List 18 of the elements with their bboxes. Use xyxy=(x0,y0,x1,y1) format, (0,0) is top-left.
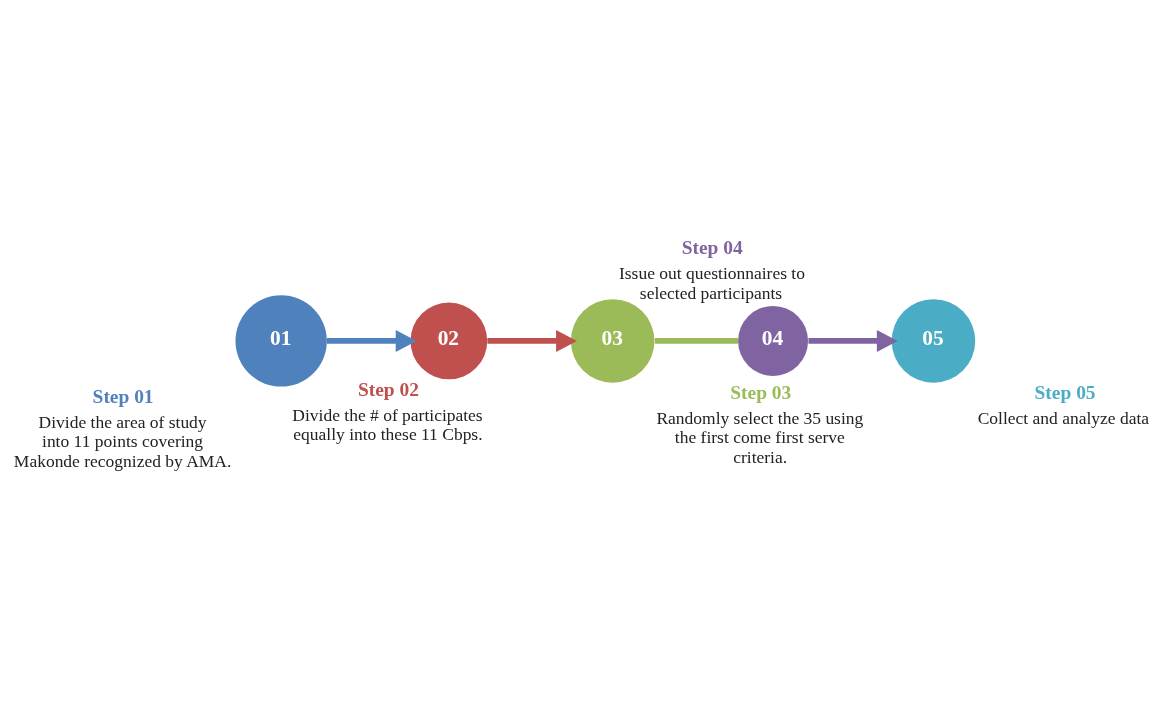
node-label: Collect and analyze data xyxy=(977,407,1150,428)
node-circle: 02 xyxy=(410,302,488,379)
node-label: Divide the # of participates equally into these 11 Cbps. xyxy=(292,404,483,444)
arrow xyxy=(487,329,577,352)
node-circle: 05 xyxy=(891,298,976,383)
node-label: Randomly select the 35 using the first come first serve criteria. xyxy=(656,407,864,467)
node-label: Divide the area of study into 11 points covering Makonde recognized by AMA. xyxy=(13,411,232,471)
node-circle: 01 xyxy=(235,294,327,387)
node-circle: 04 xyxy=(738,305,809,376)
node-label: Step 03 xyxy=(730,381,792,403)
node-label: Step 01 xyxy=(92,385,154,407)
arrow xyxy=(808,329,898,352)
node-label: Step 05 xyxy=(1034,381,1096,403)
node-label: Step 04 xyxy=(681,236,743,258)
connector xyxy=(654,337,739,344)
arrow xyxy=(327,329,417,352)
node-label: Step 02 xyxy=(357,378,419,400)
node-circle: 03 xyxy=(570,298,655,383)
